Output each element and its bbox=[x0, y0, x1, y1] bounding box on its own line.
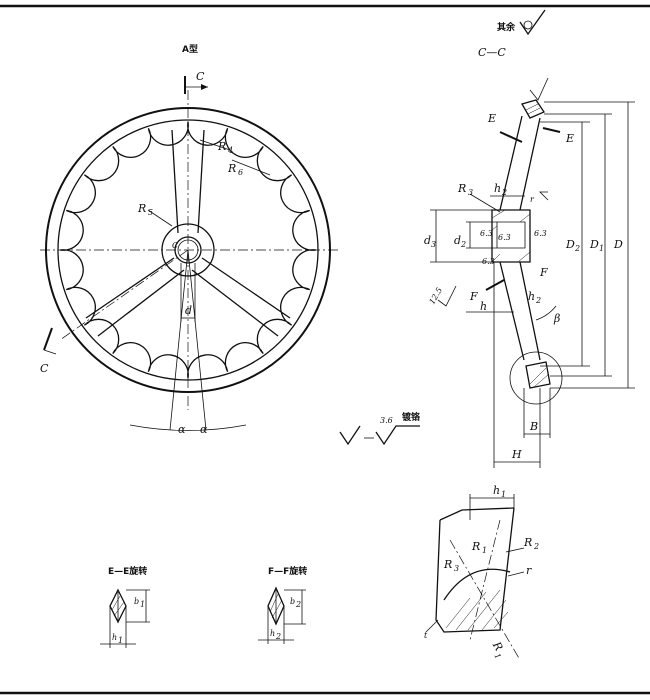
section-ee-title: E—E旋转 bbox=[108, 565, 147, 577]
section-ff-view: F—F旋转 b 2 h 2 bbox=[258, 565, 307, 644]
detail-label-r3: R bbox=[443, 558, 452, 571]
plating-text: 镀铬 bbox=[402, 411, 421, 423]
detail-label-r1-lower-sub: 1 bbox=[492, 652, 502, 661]
surface-finish-note: 其余 bbox=[497, 9, 546, 36]
label-h2-top-sub: 2 bbox=[501, 188, 507, 197]
label-d3-sub: 3 bbox=[431, 240, 436, 249]
label-e-right: E bbox=[565, 132, 574, 145]
surface-note-text: 其余 bbox=[497, 21, 516, 33]
ff-label-b2-sub: 2 bbox=[295, 600, 301, 609]
label-roughness-63b: 6.3 bbox=[498, 233, 511, 242]
label-d1: D bbox=[589, 238, 599, 251]
detail-label-r: r bbox=[526, 564, 532, 577]
detail-label-r1-sub: 1 bbox=[482, 546, 487, 555]
detail-label-r1: R bbox=[471, 540, 480, 553]
rim-detail-view: h 1 R 3 R 1 R 2 r R 1 t bbox=[424, 484, 539, 661]
label-b: B bbox=[529, 420, 538, 433]
ee-label-h1-sub: 1 bbox=[118, 636, 123, 645]
detail-label-r2: R bbox=[523, 536, 532, 549]
detail-circle-marker bbox=[509, 351, 563, 405]
detail-label-r3-sub: 3 bbox=[454, 564, 459, 573]
spokes bbox=[85, 129, 291, 337]
label-roughness-63d: 6.3 bbox=[482, 257, 495, 266]
label-r3-sub: 3 bbox=[468, 188, 473, 197]
ff-label-b2: b bbox=[290, 597, 295, 606]
label-d-big: D bbox=[613, 238, 623, 251]
label-d2-small: d bbox=[454, 234, 461, 247]
section-mark-c-top: C bbox=[196, 70, 205, 83]
detail-label-h1: h bbox=[493, 484, 500, 497]
label-d2-small-sub: 2 bbox=[460, 240, 466, 249]
label-r6: R bbox=[227, 162, 236, 175]
label-d: d bbox=[185, 304, 192, 317]
label-r-small: r bbox=[530, 195, 535, 204]
label-r4-sub: 4 bbox=[227, 146, 233, 155]
label-c-center: C bbox=[172, 241, 178, 250]
label-r6-sub: 6 bbox=[238, 168, 243, 177]
ff-label-h2-sub: 2 bbox=[275, 632, 281, 641]
roughness-value: 3.6 bbox=[380, 416, 393, 425]
detail-label-r2-sub: 2 bbox=[533, 542, 539, 551]
ee-label-b1-sub: 1 bbox=[140, 600, 145, 609]
label-roughness-63c: 6.3 bbox=[534, 229, 547, 238]
label-h2-top: h bbox=[494, 182, 501, 195]
label-roughness-63a: 6.3 bbox=[480, 229, 493, 238]
label-f-left: F bbox=[469, 290, 478, 303]
label-h2-lower-sub: 2 bbox=[535, 296, 541, 305]
label-f-right: F bbox=[539, 266, 548, 279]
label-r3: R bbox=[457, 182, 466, 195]
label-d1-sub: 1 bbox=[599, 244, 604, 253]
section-cc-view: C—C D 2 bbox=[424, 46, 635, 468]
label-h: h bbox=[480, 300, 487, 313]
label-d2-big-sub: 2 bbox=[574, 244, 580, 253]
section-ee-view: E—E旋转 b 1 h 1 bbox=[100, 565, 150, 648]
label-alpha-left: α bbox=[178, 423, 186, 436]
label-e-left: E bbox=[487, 112, 496, 125]
ff-label-h2: h bbox=[270, 629, 275, 638]
label-r5-sub: 5 bbox=[148, 208, 153, 217]
label-beta: β bbox=[553, 312, 560, 325]
label-h2-lower: h bbox=[528, 290, 535, 303]
label-d2-big: D bbox=[565, 238, 575, 251]
label-alpha-right: α bbox=[200, 423, 208, 436]
detail-label-h1-sub: 1 bbox=[501, 490, 506, 499]
detail-label-t: t bbox=[424, 631, 428, 640]
section-mark-c-bottom: C bbox=[40, 362, 49, 375]
ee-label-h1: h bbox=[112, 633, 117, 642]
label-d3: d bbox=[424, 234, 431, 247]
plating-roughness-note: 3.6 镀铬 bbox=[339, 411, 421, 446]
front-view-title: A型 bbox=[182, 43, 198, 55]
section-ff-title: F—F旋转 bbox=[268, 565, 307, 577]
handwheel-front-view: A型 C C R 4 R 6 bbox=[40, 43, 340, 436]
label-h-width: H bbox=[511, 448, 522, 461]
section-cc-title: C—C bbox=[478, 46, 506, 59]
label-r5: R bbox=[137, 202, 146, 215]
label-r4: R bbox=[217, 140, 226, 153]
ee-label-b1: b bbox=[134, 597, 139, 606]
detail-label-r1-lower: R bbox=[489, 639, 505, 654]
